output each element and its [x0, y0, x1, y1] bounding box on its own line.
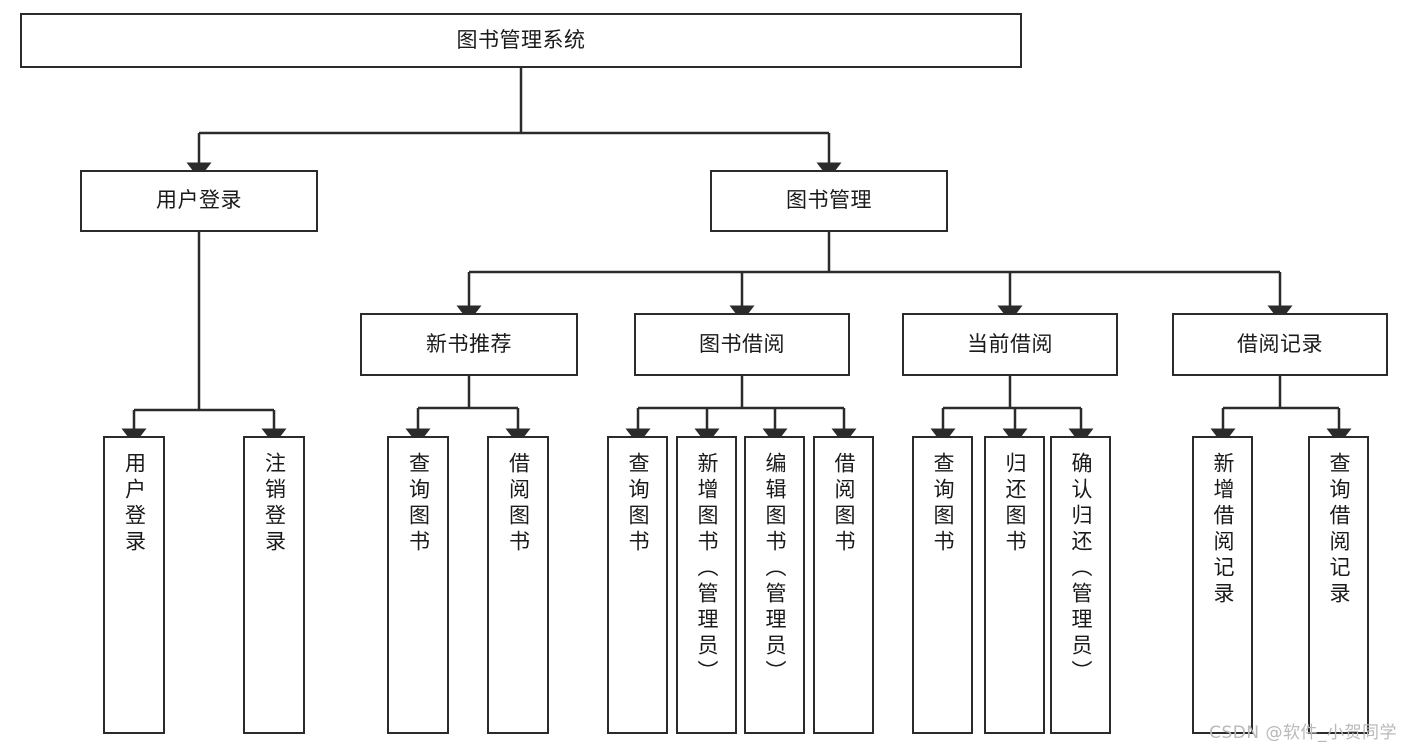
- tree-node-l1b[interactable]: 图书管理: [710, 170, 948, 232]
- tree-node-c4[interactable]: 借阅图书: [813, 436, 874, 734]
- node-label: 图书管理: [786, 188, 872, 213]
- node-label: 当前借阅: [967, 331, 1053, 356]
- node-label: 图书借阅: [699, 331, 785, 356]
- node-label: 新增借阅记录: [1211, 452, 1235, 608]
- edge-paths: [121, 68, 1352, 445]
- node-label: 新书推荐: [426, 331, 512, 356]
- tree-node-l2c[interactable]: 当前借阅: [902, 313, 1118, 376]
- tree-node-l1a[interactable]: 用户登录: [80, 170, 318, 232]
- tree-node-b2[interactable]: 借阅图书: [487, 436, 549, 734]
- tree-node-a1[interactable]: 用户登录: [103, 436, 165, 734]
- node-label: 用户登录: [156, 188, 242, 213]
- node-label: 查询图书: [406, 452, 431, 556]
- node-label: 编辑图书（管理员）: [763, 452, 787, 686]
- node-label: 确认归还（管理员）: [1069, 452, 1093, 686]
- tree-node-l2a[interactable]: 新书推荐: [360, 313, 578, 376]
- tree-node-a2[interactable]: 注销登录: [243, 436, 305, 734]
- node-label: 借阅记录: [1237, 331, 1323, 356]
- node-label: 查询图书: [626, 452, 650, 556]
- node-label: 借阅图书: [832, 452, 856, 556]
- tree-node-c2[interactable]: 新增图书（管理员）: [676, 436, 737, 734]
- tree-node-b1[interactable]: 查询图书: [387, 436, 449, 734]
- tree-node-c3[interactable]: 编辑图书（管理员）: [744, 436, 805, 734]
- node-label: 查询图书: [931, 452, 955, 556]
- node-label: 注销登录: [262, 452, 287, 556]
- tree-node-d3[interactable]: 确认归还（管理员）: [1050, 436, 1111, 734]
- node-label: 归还图书: [1003, 452, 1027, 556]
- tree-node-e1[interactable]: 新增借阅记录: [1192, 436, 1253, 734]
- node-label: 用户登录: [122, 452, 147, 556]
- root-node[interactable]: 图书管理系统: [20, 13, 1022, 68]
- node-label: 查询借阅记录: [1327, 452, 1351, 608]
- node-label: 借阅图书: [506, 452, 531, 556]
- node-label: 新增图书（管理员）: [695, 452, 719, 686]
- tree-node-l2b[interactable]: 图书借阅: [634, 313, 850, 376]
- tree-node-e2[interactable]: 查询借阅记录: [1308, 436, 1369, 734]
- watermark: CSDN @软件_小贺同学: [1209, 723, 1397, 743]
- tree-node-c1[interactable]: 查询图书: [607, 436, 668, 734]
- tree-node-d1[interactable]: 查询图书: [912, 436, 973, 734]
- tree-node-l2d[interactable]: 借阅记录: [1172, 313, 1388, 376]
- tree-node-d2[interactable]: 归还图书: [984, 436, 1045, 734]
- node-label: 图书管理系统: [456, 27, 586, 52]
